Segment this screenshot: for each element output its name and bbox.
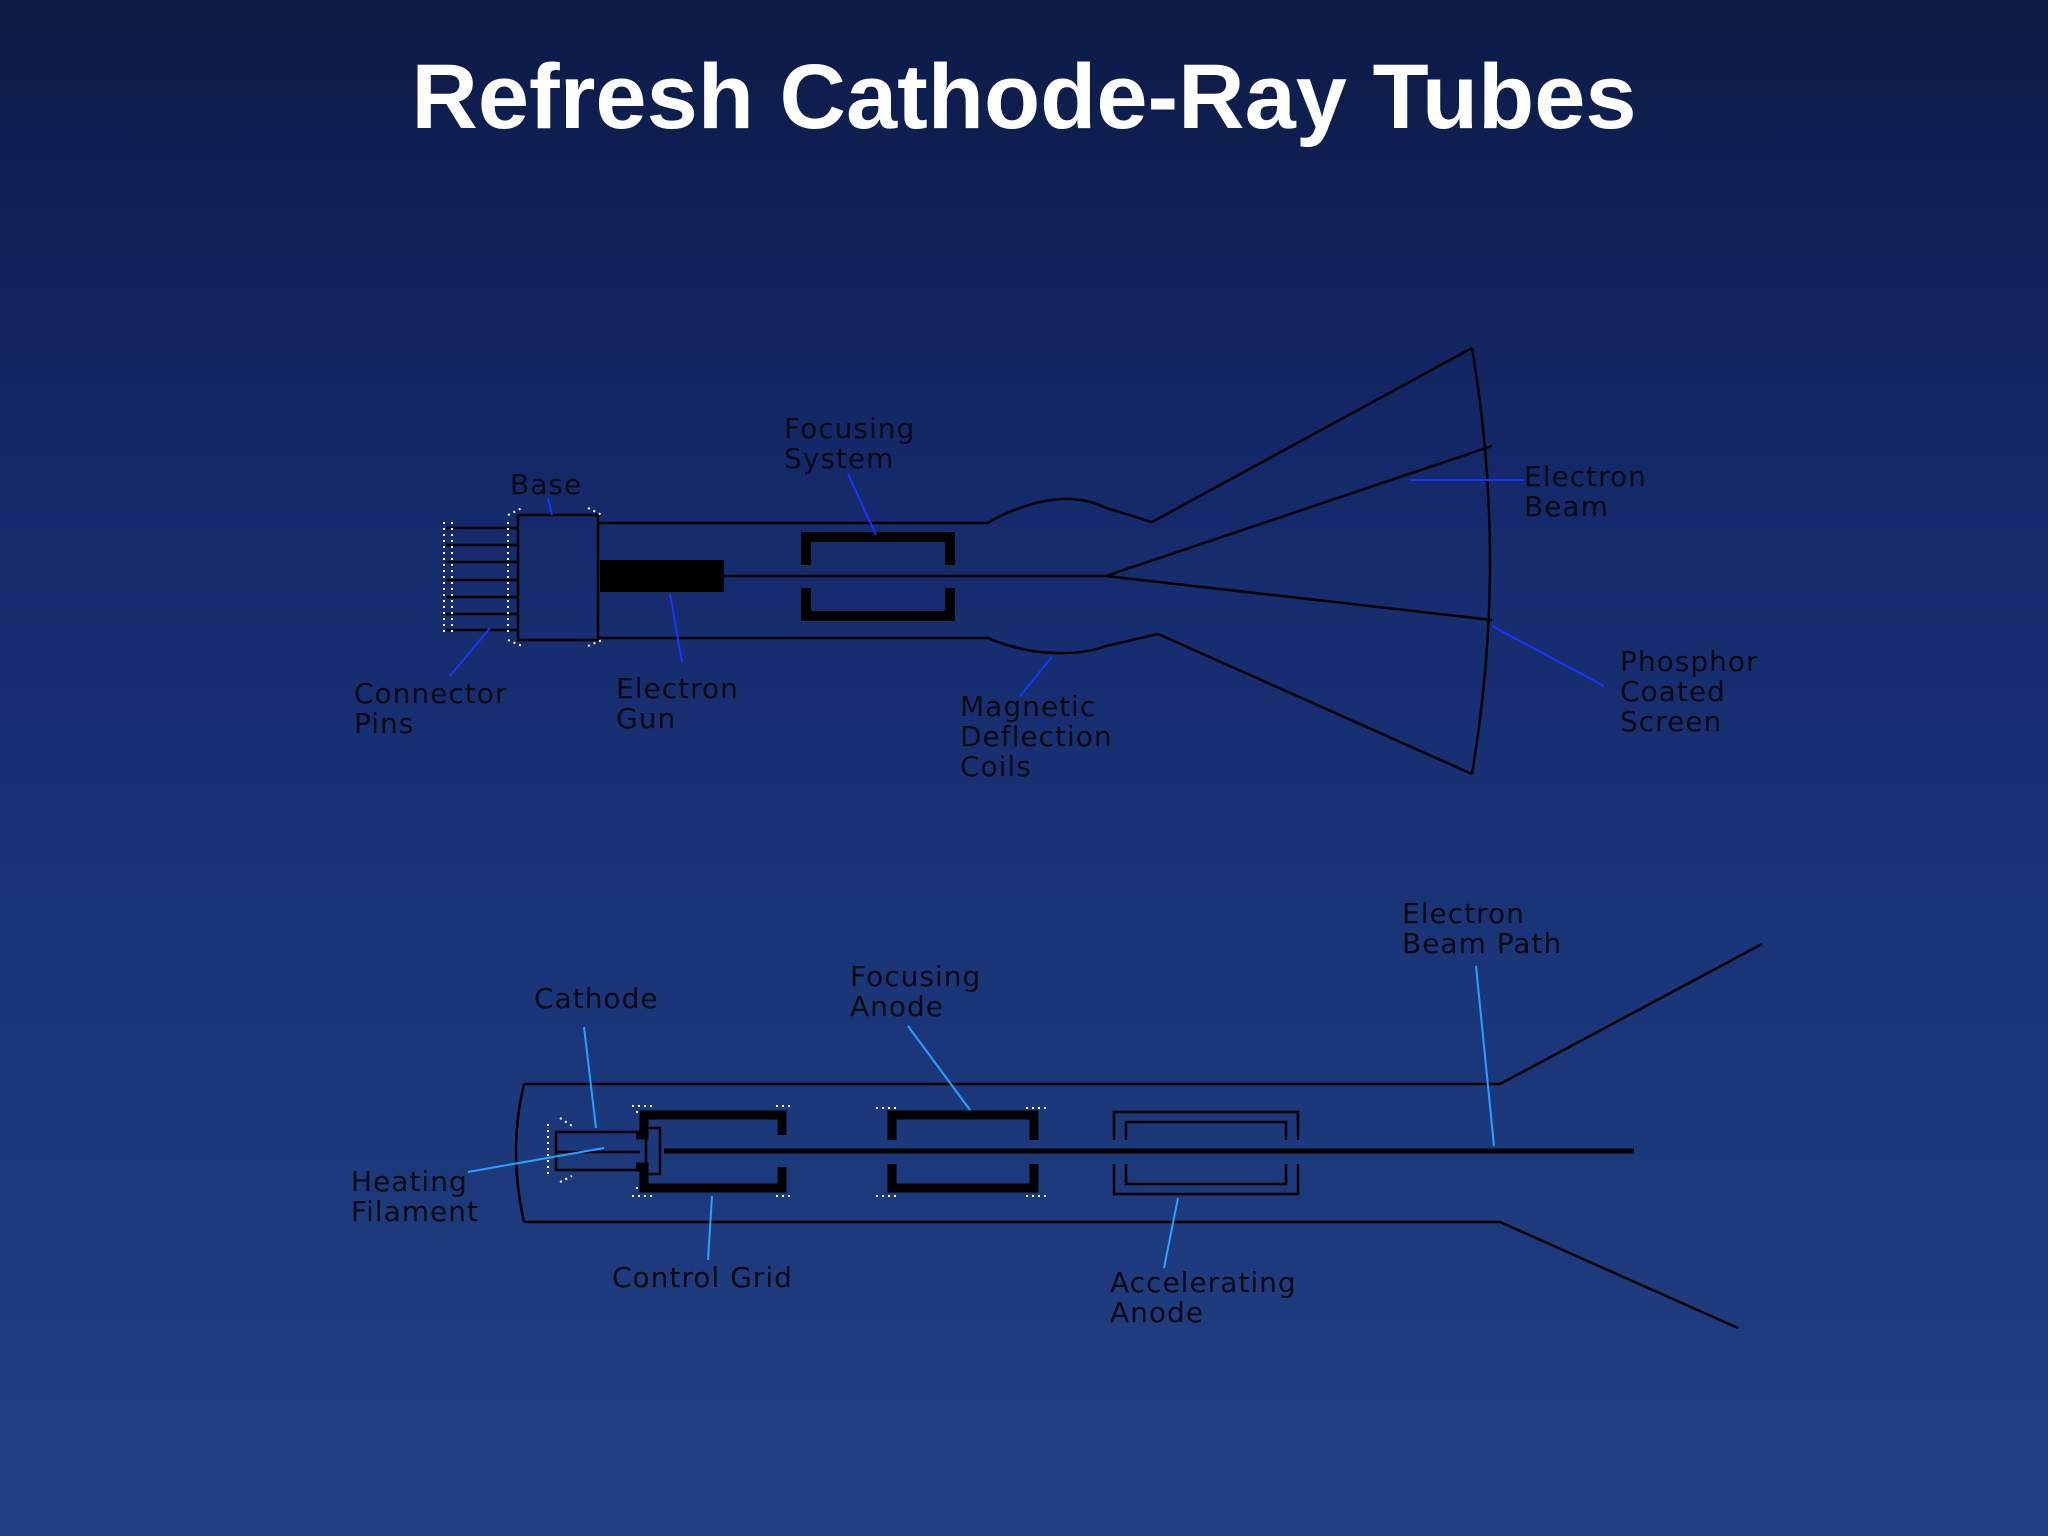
label-cathode: Cathode (534, 982, 659, 1015)
label-control-grid: Control Grid (612, 1261, 793, 1294)
accelerating-anode (1112, 1110, 1300, 1140)
slide-title: Refresh Cathode-Ray Tubes (411, 46, 1637, 148)
crt-base (516, 513, 600, 642)
connector-pins (443, 522, 518, 636)
focusing-system (801, 532, 955, 565)
label-connector-pins: Connector Pins (354, 677, 517, 740)
phosphor-screen (1470, 347, 1492, 775)
label-accelerating-anode: Accelerating Anode (1110, 1266, 1307, 1329)
bottom-labels: Electron Beam Path Focusing Anode Cathod… (351, 897, 1562, 1329)
crt-tube-top (443, 346, 1493, 776)
bottom-leader-lines (467, 965, 1495, 1269)
label-electron-beam: Electron Beam (1524, 460, 1657, 523)
top-labels: Base Focusing System Electron Beam Phosp… (354, 412, 1768, 783)
label-electron-beam-path: Electron Beam Path (1402, 897, 1562, 960)
electron-gun (600, 560, 724, 592)
label-phosphor-coated-screen: Phosphor Coated Screen (1620, 645, 1768, 738)
label-base: Base (510, 468, 582, 501)
label-focusing-anode: Focusing Anode (850, 960, 991, 1023)
label-heating-filament: Heating Filament (351, 1165, 479, 1228)
focusing-anode (887, 1110, 1039, 1140)
control-grid (636, 1110, 787, 1140)
label-focusing-system: Focusing System (784, 412, 925, 475)
label-electron-gun: Electron Gun (616, 672, 749, 735)
cathode (640, 1126, 662, 1176)
label-magnetic-deflection-coils: Magnetic Deflection Coils (960, 690, 1123, 783)
crt-tube-bottom (514, 942, 1763, 1330)
top-leader-lines (449, 473, 1605, 697)
magnetic-deflection-coils (987, 497, 1153, 525)
